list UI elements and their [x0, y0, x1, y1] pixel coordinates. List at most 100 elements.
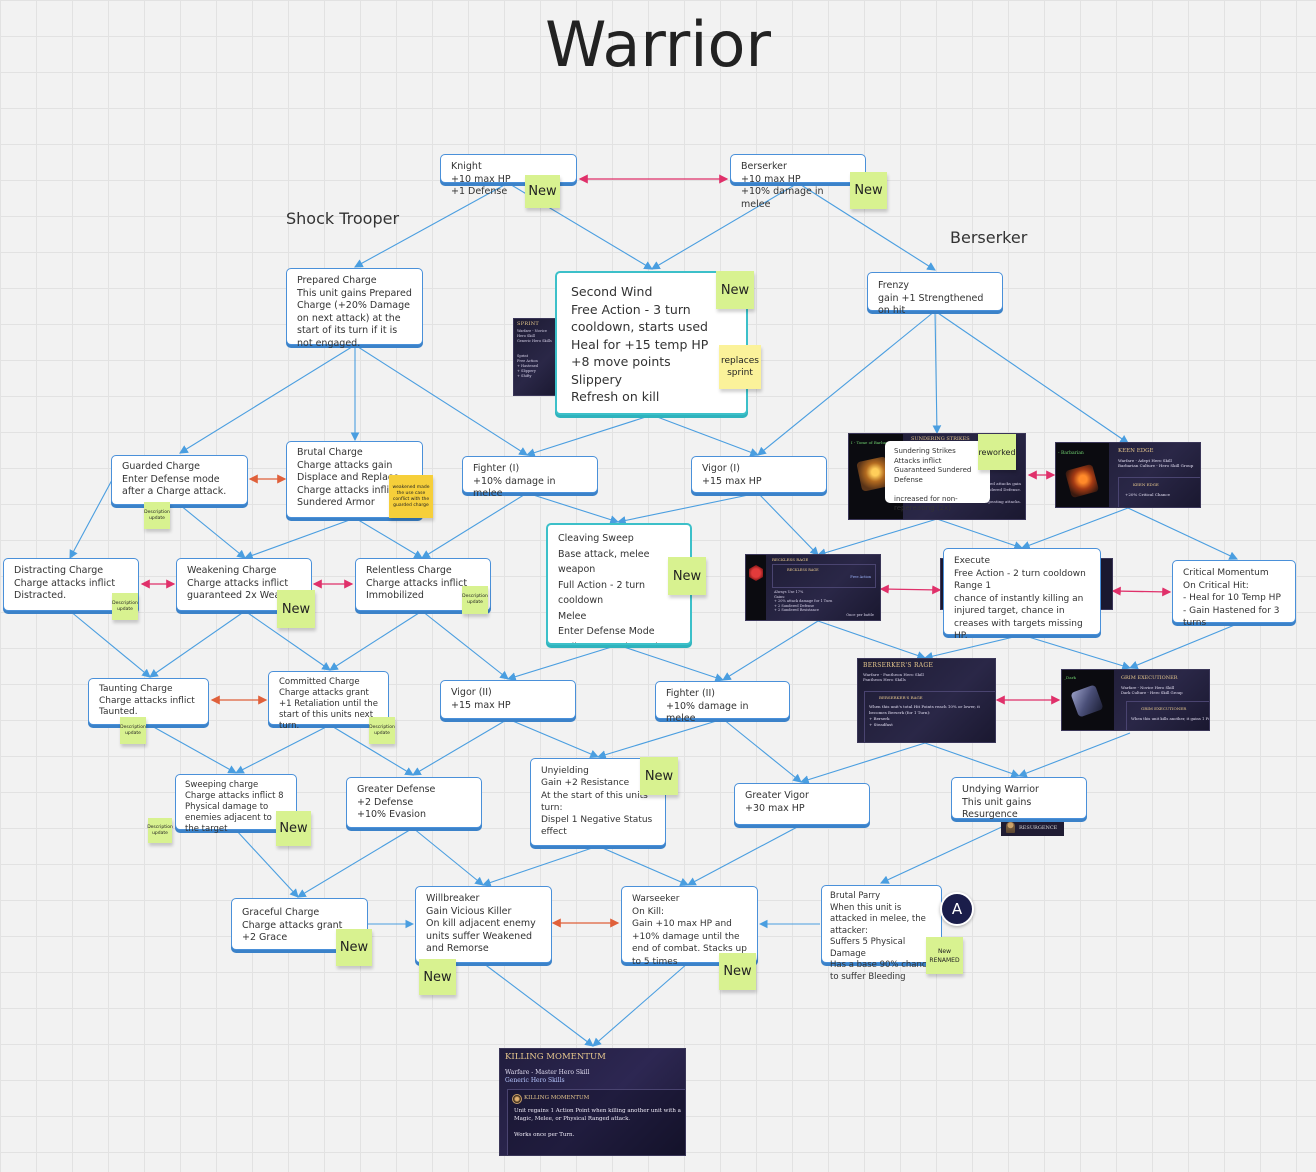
- connector: [936, 518, 1024, 550]
- sticky-new[interactable]: New: [668, 557, 706, 595]
- sticky-weakened-note[interactable]: weakened made the use case conflict with…: [389, 475, 433, 518]
- connector: [616, 492, 759, 525]
- connector: [880, 818, 1020, 884]
- node-cleaving-sweep[interactable]: Cleaving Sweep Base attack, melee weapon…: [546, 523, 692, 645]
- exclusive-arrow: [879, 584, 942, 595]
- connector: [179, 504, 246, 559]
- node-sundering-strikes[interactable]: Sundering Strikes Attacks inflict Guaran…: [885, 441, 990, 512]
- sticky-new[interactable]: New: [716, 271, 754, 309]
- connector: [1021, 634, 1132, 670]
- sticky-replaces-sprint[interactable]: replaces sprint: [719, 345, 761, 389]
- connector: [1127, 507, 1238, 560]
- card-footer: Once per battle: [846, 613, 874, 617]
- connector: [797, 182, 936, 271]
- sticky-new[interactable]: New: [525, 175, 560, 208]
- sticky-new[interactable]: New: [276, 811, 311, 846]
- card-subtitle-group: Generic Hero Skills: [505, 1077, 565, 1084]
- keen-edge-card: - Barbarian KEEN EDGE Warfare - Adept He…: [1055, 442, 1201, 508]
- reckless-rage-card: RECKLESS RAGE RECKLESS RAGE Free Action …: [745, 554, 881, 621]
- sticky-new[interactable]: New: [336, 929, 372, 966]
- sticky-new[interactable]: New: [277, 590, 315, 628]
- sticky-new[interactable]: New: [419, 959, 456, 995]
- sticky-description-update[interactable]: Description update: [144, 502, 170, 529]
- node-fighter-2[interactable]: Fighter (II) +10% damage in melee: [655, 681, 790, 724]
- sticky-new[interactable]: New: [640, 757, 678, 795]
- connector: [597, 845, 690, 886]
- sticky-reworked[interactable]: reworked: [978, 434, 1016, 470]
- card-title: KEEN EDGE: [1118, 448, 1154, 454]
- node-warseeker[interactable]: Warseeker On Kill: Gain +10 max HP and +…: [621, 886, 758, 967]
- connector: [69, 479, 113, 559]
- connector: [482, 962, 594, 1047]
- node-brutal-parry[interactable]: Brutal Parry When this unit is attacked …: [821, 885, 942, 982]
- card-body: Unit regains 1 Action Point when killing…: [514, 1108, 681, 1122]
- node-distracting-charge[interactable]: Distracting Charge Charge attacks inflic…: [3, 558, 139, 611]
- sticky-description-update[interactable]: Description update: [112, 593, 138, 620]
- sticky-new-renamed[interactable]: New RENAMED: [926, 937, 963, 974]
- node-berserker[interactable]: Berserker +10 max HP +10% damage in mele…: [730, 154, 866, 210]
- card-inner-title: BERSERKER'S RAGE: [879, 695, 923, 700]
- card-tag: - Barbarian: [1058, 451, 1084, 456]
- node-frenzy[interactable]: Frenzy gain +1 Strengthened on hit: [867, 272, 1003, 316]
- connector: [149, 724, 237, 774]
- connector: [421, 610, 509, 680]
- node-committed-charge[interactable]: Committed Charge Charge attacks grant +1…: [268, 671, 389, 731]
- card-body: When this unit kills another, it gains 1…: [1131, 716, 1210, 721]
- connector: [243, 517, 356, 560]
- sticky-description-update[interactable]: Description update: [147, 818, 173, 843]
- sticky-description-update[interactable]: Description update: [462, 586, 488, 614]
- connector: [924, 742, 1021, 778]
- node-second-wind[interactable]: Second Wind Free Action - 3 turn cooldow…: [555, 271, 748, 415]
- connector: [421, 492, 528, 559]
- connector: [687, 824, 802, 886]
- sticky-description-update[interactable]: Description update: [369, 717, 395, 744]
- tome-icon: [1070, 684, 1104, 718]
- connector: [757, 310, 936, 456]
- connector: [592, 962, 689, 1047]
- connector: [507, 718, 600, 759]
- tome-icon: [1064, 463, 1100, 499]
- connector: [69, 610, 151, 678]
- connector: [179, 344, 356, 454]
- connector: [481, 845, 599, 887]
- connector: [617, 644, 725, 682]
- collaborator-avatar[interactable]: A: [940, 892, 974, 926]
- node-undying-warrior[interactable]: Undying Warrior This unit gains Resurgen…: [951, 777, 1087, 820]
- card-title: SPRINT: [517, 321, 540, 327]
- connector: [526, 492, 620, 524]
- connector: [596, 718, 724, 759]
- card-title: KILLING MOMENTUM: [505, 1052, 606, 1062]
- node-fighter-1[interactable]: Fighter (I) +10% damage in melee: [462, 456, 598, 499]
- connector: [932, 310, 942, 435]
- connector: [722, 620, 819, 681]
- node-unyielding[interactable]: Unyielding Gain +2 Resistance At the sta…: [530, 758, 666, 846]
- node-execute[interactable]: Execute Free Action - 2 turn cooldown Ra…: [943, 548, 1101, 641]
- connector: [651, 182, 799, 270]
- node-vigor-1[interactable]: Vigor (I) +15 max HP: [691, 456, 827, 493]
- section-label-shock-trooper: Shock Trooper: [286, 209, 400, 228]
- card-body: Sprint Free Action + Hastened + Slippery…: [517, 354, 539, 378]
- node-greater-vigor[interactable]: Greater Vigor +30 max HP: [734, 783, 870, 825]
- connector: [149, 610, 246, 678]
- node-taunting-charge[interactable]: Taunting Charge Charge attacks inflict T…: [88, 678, 209, 725]
- connector: [235, 724, 331, 774]
- card-inner-title: RECKLESS RAGE: [787, 568, 819, 572]
- node-prepared-charge[interactable]: Prepared Charge This unit gains Prepared…: [286, 268, 423, 349]
- card-thumbnail: _Dark: [1062, 670, 1114, 730]
- sprint-skill-card: SPRINT Warfare - Novice Hero Skill Gener…: [513, 318, 559, 396]
- node-vigor-2[interactable]: Vigor (II) +15 max HP: [440, 680, 576, 719]
- node-brutal-charge[interactable]: Brutal Charge Charge attacks gain Displa…: [286, 441, 423, 518]
- card-body: Always Use 17% Gains: + 20% attack damag…: [774, 590, 833, 612]
- card-title: GRIM EXECUTIONER: [1121, 675, 1178, 681]
- connector: [525, 414, 653, 457]
- connector: [923, 634, 1023, 661]
- node-guarded-charge[interactable]: Guarded Charge Enter Defense mode after …: [111, 455, 248, 505]
- sticky-description-update[interactable]: Description update: [120, 717, 146, 744]
- node-greater-defense[interactable]: Greater Defense +2 Defense +10% Evasion: [346, 777, 482, 828]
- node-critical-momentum[interactable]: Critical Momentum On Critical Hit: - Hea…: [1172, 560, 1296, 628]
- node-willbreaker[interactable]: Willbreaker Gain Vicious Killer On kill …: [415, 886, 552, 963]
- node-weakening-charge[interactable]: Weakening Charge Charge attacks inflict …: [176, 558, 312, 611]
- sticky-new[interactable]: New: [719, 953, 756, 990]
- card-inner-title: GRIM EXECUTIONER: [1141, 706, 1187, 711]
- sticky-new[interactable]: New: [850, 172, 887, 209]
